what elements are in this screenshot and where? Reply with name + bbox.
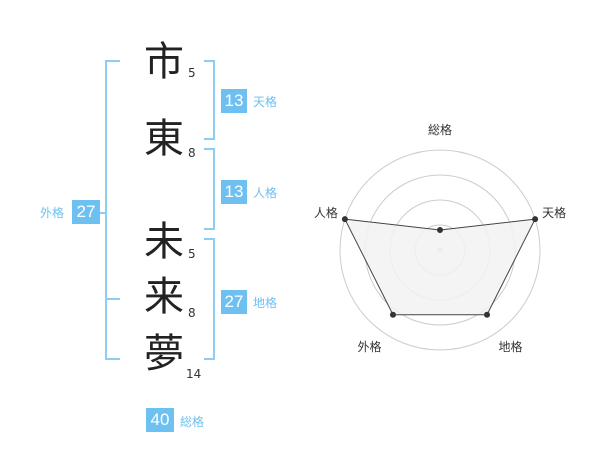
radar-point-5 (341, 216, 348, 223)
radar-point-1 (437, 227, 443, 233)
gaikaku-connector (100, 212, 107, 214)
jinkaku-bracket-top (204, 148, 215, 150)
radar-axis-label-4: 外格 (357, 339, 381, 354)
chikaku-label: 地格 (253, 296, 278, 310)
soukaku-value: 40 (146, 408, 174, 432)
tenkaku-value: 13 (221, 89, 247, 113)
stroke-count-3: 5 (188, 247, 196, 261)
name-char-3: 未 (144, 219, 184, 265)
tenkaku-label: 天格 (253, 95, 278, 109)
jinkaku-bracket-bottom (204, 228, 215, 230)
name-char-4: 来 (144, 274, 184, 320)
gaikaku-label: 外格 (40, 206, 65, 220)
chikaku-bracket-bottom (204, 358, 215, 360)
radar-ring-4 (339, 149, 541, 351)
stroke-count-2: 8 (188, 146, 196, 160)
tenkaku-bracket-bottom (204, 138, 215, 140)
radar-area (344, 218, 536, 316)
radar-point-2 (532, 216, 539, 223)
tenkaku-bracket (213, 60, 215, 140)
radar-axis-label-3: 地格 (498, 339, 522, 354)
radar-axis-label-5: 人格 (314, 205, 338, 220)
name-char-5: 夢 (144, 331, 184, 377)
jinkaku-bracket (213, 148, 215, 230)
stroke-count-4: 8 (188, 306, 196, 320)
chikaku-value: 27 (221, 290, 247, 314)
jinkaku-value: 13 (221, 180, 247, 204)
gaikaku-bracket (105, 60, 107, 360)
stroke-count-5: 14 (186, 367, 202, 381)
gaikaku-bracket-top (105, 60, 120, 62)
name-char-1: 市 (144, 39, 184, 85)
stroke-count-1: 5 (188, 66, 196, 80)
gaikaku-value: 27 (72, 200, 100, 224)
chikaku-bracket-top (204, 238, 215, 240)
name-char-2: 東 (144, 116, 184, 162)
radar-point-3 (484, 311, 491, 318)
radar-axis-label-2: 天格 (542, 205, 566, 220)
gaikaku-bracket-mid (105, 298, 120, 300)
jinkaku-label: 人格 (253, 186, 278, 200)
radar-point-4 (389, 311, 396, 318)
tenkaku-bracket-top (204, 60, 215, 62)
gaikaku-bracket-bottom (105, 358, 120, 360)
soukaku-label: 総格 (180, 415, 205, 429)
chikaku-bracket (213, 238, 215, 360)
radar-axis-label-1: 総格 (428, 122, 452, 137)
